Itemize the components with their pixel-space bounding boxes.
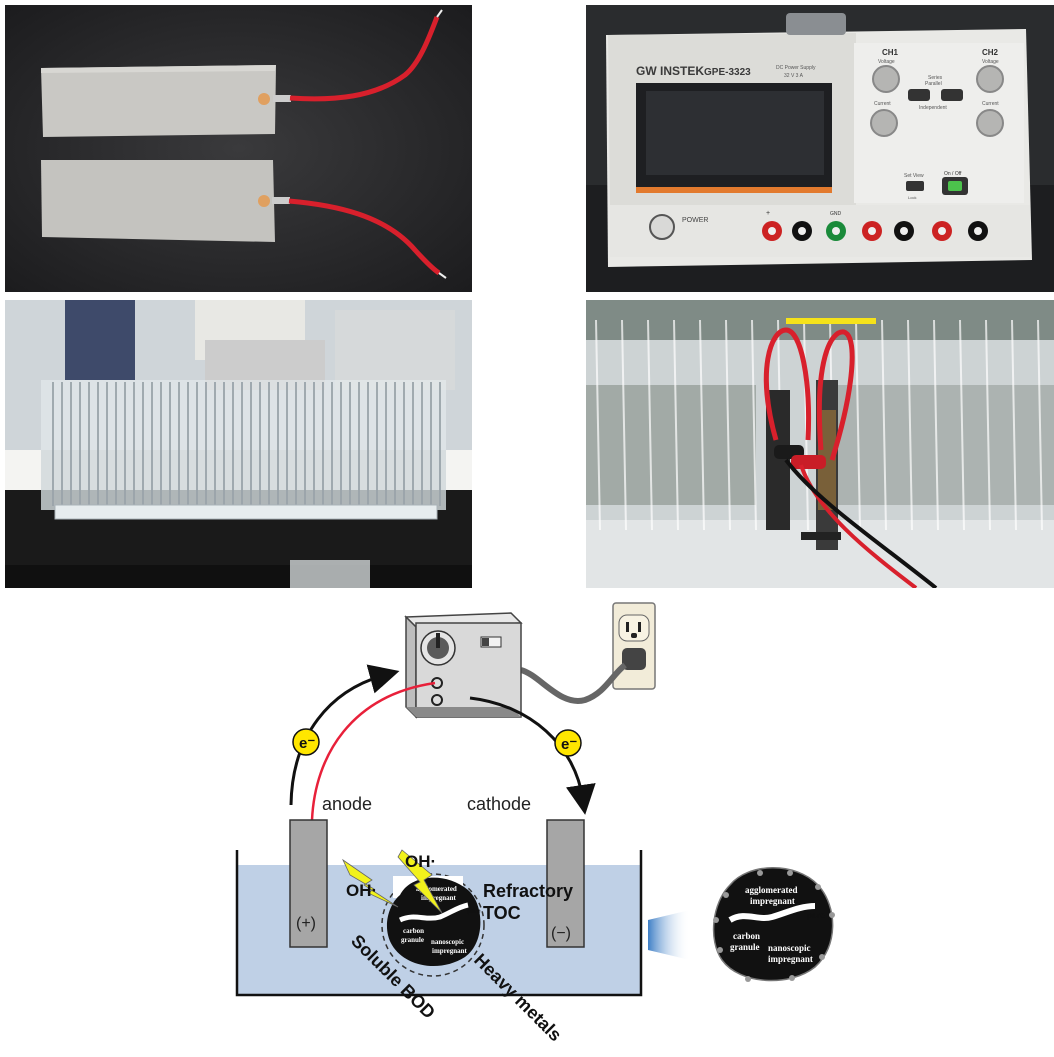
svg-text:granule: granule — [401, 936, 424, 944]
svg-text:(+): (+) — [296, 915, 316, 932]
anode-wire — [310, 681, 436, 821]
brand-label: GW INSTEK — [636, 64, 704, 78]
svg-text:agglomerated: agglomerated — [416, 885, 457, 893]
oh-radical-top: OH· — [405, 852, 436, 871]
svg-text:granule: granule — [730, 942, 760, 952]
acrylic-reactor-photo — [5, 300, 472, 588]
svg-text:(−): (−) — [551, 925, 571, 942]
svg-text:pore: pore — [467, 907, 480, 915]
cathode-label: cathode — [467, 794, 531, 814]
series-button[interactable] — [908, 89, 930, 101]
electron-flow-left-arrow — [289, 664, 400, 806]
svg-text:carbon: carbon — [403, 927, 424, 935]
electrode-plate-bottom — [41, 160, 275, 242]
svg-text:agglomerated: agglomerated — [745, 885, 797, 895]
wire-bottom — [258, 195, 447, 279]
svg-text:Parallel: Parallel — [925, 81, 942, 87]
svg-text:Voltage: Voltage — [982, 59, 999, 65]
cathode-electrode: (−) — [546, 819, 585, 948]
oh-radical-left: OH· — [346, 881, 377, 900]
refractory-toc-label-2: TOC — [483, 903, 521, 923]
svg-text:impregnant: impregnant — [432, 947, 468, 955]
power-switch — [480, 636, 502, 648]
model-label: GPE-3323 — [704, 67, 751, 78]
svg-text:+: + — [766, 210, 770, 217]
subtitle-label: DC Power Supply — [776, 65, 816, 71]
electrode-plates-photo — [5, 5, 472, 292]
svg-text:POWER: POWER — [682, 217, 708, 224]
svg-text:Voltage: Voltage — [878, 59, 895, 65]
electrode-plate-top — [41, 65, 276, 137]
svg-text:e⁻: e⁻ — [299, 735, 315, 752]
svg-text:Lock: Lock — [908, 195, 916, 200]
svg-text:Current: Current — [982, 101, 999, 107]
svg-text:CH1: CH1 — [882, 48, 899, 57]
power-supply-photo: GW INSTEK GPE-3323 DC Power Supply 32 V … — [586, 5, 1054, 292]
svg-text:Independent: Independent — [919, 105, 947, 111]
electron-badge-right: e⁻ — [554, 729, 582, 757]
anode-label: anode — [322, 794, 372, 814]
rating-label: 32 V 3 A — [784, 73, 804, 79]
ch1-voltage-knob[interactable] — [872, 65, 900, 93]
wall-outlet — [612, 602, 656, 690]
anode-electrode: (+) — [289, 819, 328, 948]
svg-text:Set View: Set View — [904, 173, 924, 179]
svg-text:carbon: carbon — [733, 931, 760, 941]
ch1-current-knob[interactable] — [870, 109, 898, 137]
electron-badge-left: e⁻ — [292, 728, 320, 756]
reactor-closeup-photo — [586, 300, 1054, 588]
svg-text:impregnant: impregnant — [768, 954, 813, 964]
svg-text:CH2: CH2 — [982, 48, 999, 57]
output-terminals: + GND — [762, 210, 988, 241]
svg-text:impregnant: impregnant — [421, 894, 457, 902]
svg-text:pore: pore — [807, 910, 824, 920]
independent-button[interactable] — [941, 89, 963, 101]
wire-top — [258, 9, 443, 105]
svg-text:nanoscopic: nanoscopic — [431, 938, 464, 946]
carbon-granule-zoom: agglomerated impregnant pore carbon gran… — [712, 867, 835, 982]
lightning-bolt-top — [397, 849, 443, 914]
svg-text:GND: GND — [830, 211, 842, 217]
svg-text:Series: Series — [928, 75, 943, 81]
svg-text:nanoscopic: nanoscopic — [768, 943, 811, 953]
ch2-current-knob[interactable] — [976, 109, 1004, 137]
lightning-bolt-left — [342, 858, 399, 908]
refractory-toc-label: Refractory — [483, 881, 573, 901]
svg-text:Current: Current — [874, 101, 891, 107]
set-view-button[interactable] — [906, 181, 924, 191]
svg-text:On / Off: On / Off — [944, 171, 962, 177]
ch2-voltage-knob[interactable] — [976, 65, 1004, 93]
carbon-granule-particle: agglomerated impregnant pore carbon gran… — [381, 873, 485, 977]
power-button[interactable] — [649, 214, 675, 240]
power-cord — [519, 662, 627, 704]
reactor-body — [41, 380, 446, 520]
negative-terminal — [431, 694, 443, 706]
power-supply-box — [404, 612, 523, 719]
electron-flow-right-arrow — [469, 696, 596, 815]
electrochemical-diagram: e⁻ e⁻ anode cathode (+) (−) agglomer — [0, 595, 1054, 1052]
svg-text:impregnant: impregnant — [750, 896, 795, 906]
svg-text:e⁻: e⁻ — [561, 736, 577, 753]
zoom-arrow — [648, 910, 690, 960]
